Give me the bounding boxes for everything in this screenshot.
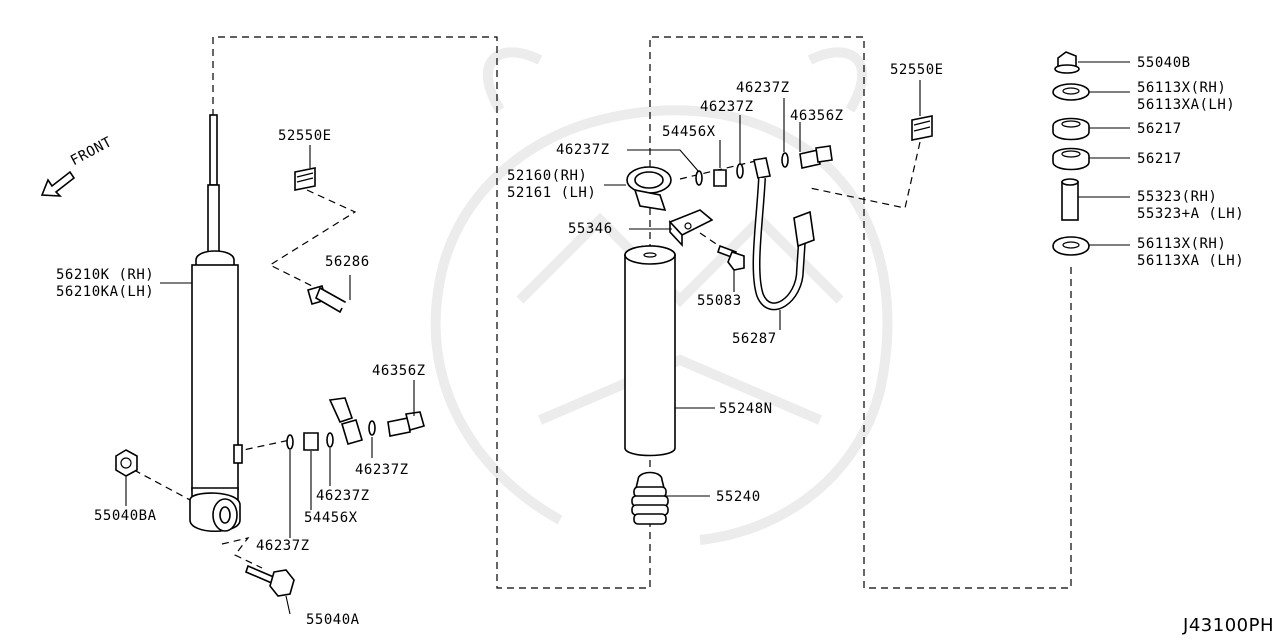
label-washer-b: 46237Z: [316, 488, 370, 504]
label-seat-lower: 56113X(RH) 56113XA (LH): [1137, 236, 1244, 270]
bushing-1-part: [1052, 117, 1090, 141]
label-bushing-2: 56217: [1137, 151, 1182, 167]
label-washer-a: 46237Z: [355, 462, 409, 478]
plate-part: [668, 209, 714, 248]
label-plate: 55346: [568, 221, 613, 237]
label-clamp-lh: 52161 (LH): [507, 185, 597, 201]
label-hose-tube: 56286: [325, 254, 370, 270]
bracket-right-part: [911, 115, 933, 141]
clamp-part: [626, 166, 672, 211]
label-seat-upper-lh: 56113XA(LH): [1137, 97, 1236, 113]
label-seat-upper-rh: 56113X(RH): [1137, 80, 1227, 96]
label-bushing-1: 56217: [1137, 121, 1182, 137]
hose-tube-part: [307, 285, 375, 445]
label-washer-mid-2: 46237Z: [700, 99, 754, 115]
dash-frame-left: [212, 36, 1072, 589]
label-clamp-rh: 52160(RH): [507, 168, 588, 184]
label-boot: 55248N: [719, 401, 773, 417]
front-arrow-icon: [40, 170, 76, 197]
seat-upper-part: [1052, 83, 1090, 101]
label-collar-lh: 55323+A (LH): [1137, 206, 1245, 222]
label-nut-lower: 55040BA: [94, 508, 157, 524]
label-clamp: 52160(RH) 52161 (LH): [507, 168, 596, 202]
dash-nut: [133, 469, 206, 509]
label-washer-mid-1: 46237Z: [556, 142, 610, 158]
label-collar-rh: 55323(RH): [1137, 189, 1218, 205]
label-shock-absorber-lh: 56210KA(LH): [56, 284, 155, 300]
boot-part: [624, 245, 676, 457]
washers-left: [286, 411, 425, 451]
bolt-plate-part: [716, 244, 745, 271]
label-bolt-left: 46356Z: [372, 363, 426, 379]
label-bolt-mid: 46356Z: [790, 108, 844, 124]
leader-lines: [125, 61, 1130, 615]
bolt-lower-part: [245, 564, 295, 597]
label-spacer-left: 54456X: [304, 510, 358, 526]
label-nut-top: 55040B: [1137, 55, 1191, 71]
bracket-left-part: [294, 167, 316, 191]
label-collar: 55323(RH) 55323+A (LH): [1137, 189, 1244, 223]
label-seat-upper: 56113X(RH) 56113XA(LH): [1137, 80, 1235, 114]
label-bolt-plate: 55083: [697, 293, 742, 309]
label-bracket-right: 52550E: [890, 62, 944, 78]
diagram-code: J43100PH: [1183, 615, 1274, 636]
washers-mid: [695, 145, 833, 187]
nut-top-part: [1054, 51, 1080, 74]
label-bound-bumper: 55240: [716, 489, 761, 505]
label-seat-lower-rh: 56113X(RH): [1137, 236, 1227, 252]
label-bracket-left: 52550E: [278, 128, 332, 144]
bushing-2-part: [1052, 147, 1090, 171]
label-washer-c: 46237Z: [256, 538, 310, 554]
label-shock-absorber-rh: 56210K (RH): [56, 267, 155, 283]
nut-lower-part: [115, 449, 138, 477]
label-bolt-lower: 55040A: [306, 612, 360, 628]
label-seat-lower-lh: 56113XA (LH): [1137, 253, 1245, 269]
label-shock-absorber: 56210K (RH) 56210KA(LH): [56, 267, 154, 301]
shock-absorber: [189, 114, 243, 532]
dash-bracket-right: [809, 141, 921, 209]
watermark: [430, 47, 893, 545]
label-spacer-mid: 54456X: [662, 124, 716, 140]
label-washer-mid-3: 46237Z: [736, 80, 790, 96]
bound-bumper-part: [631, 471, 669, 525]
dash-bracket-left: [268, 189, 357, 291]
hose-mid-part: [752, 157, 815, 311]
label-hose-mid: 56287: [732, 331, 777, 347]
dash-shock-bolt: [233, 439, 291, 453]
collar-part: [1061, 178, 1079, 221]
dash-lower-bolt: [221, 537, 263, 569]
seat-lower-part: [1052, 236, 1090, 256]
